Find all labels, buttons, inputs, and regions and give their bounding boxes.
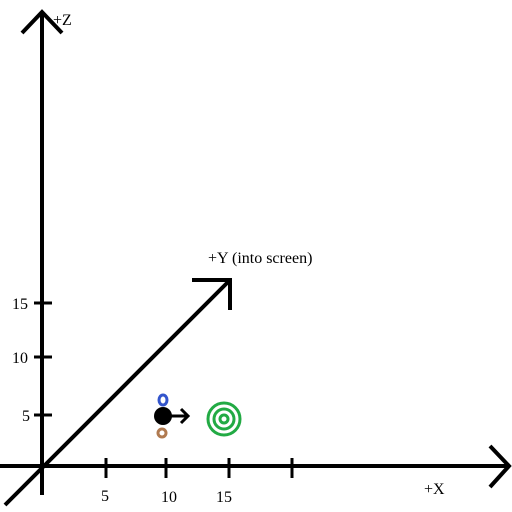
x-tick-label-15: 15 [216,489,232,506]
y-axis-arrowhead [192,278,232,310]
z-tick-label-10: 10 [12,350,28,367]
ball-object [154,393,191,439]
y-axis-label: +Y (into screen) [208,250,312,267]
velocity-arrow-head [179,407,191,425]
bottom-marker-icon [156,427,168,439]
y-axis-line [3,278,232,507]
z-axis-label: +Z [53,12,72,29]
x-tick-label-10: 10 [161,489,177,506]
z-tick-label-5: 5 [22,408,30,425]
z-tick-label-15: 15 [12,296,28,313]
top-marker-icon [157,393,169,407]
z-axis-arrowhead [20,9,64,35]
x-axis-label: +X [424,481,445,498]
ball-icon [154,407,172,425]
target-icon [206,401,242,437]
x-tick-label-5: 5 [101,488,109,505]
x-axis-arrowhead [488,444,512,489]
